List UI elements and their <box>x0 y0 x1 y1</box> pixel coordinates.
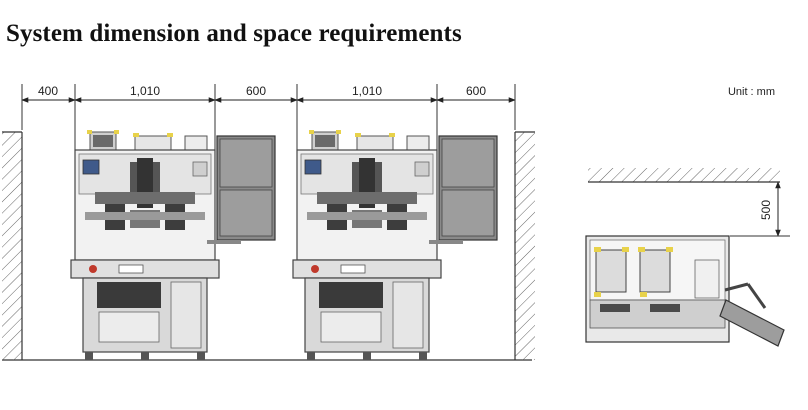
machine-top-view <box>585 235 785 347</box>
unit-label: Unit : mm <box>728 86 775 98</box>
dim-label-machine-1: 1,010 <box>130 84 160 98</box>
dim-label-machine-2: 1,010 <box>352 84 382 98</box>
machine-front-1 <box>70 129 276 361</box>
left-wall <box>2 131 23 360</box>
extension-lines <box>21 84 516 150</box>
dim-label-rear: 500 <box>759 200 773 220</box>
rear-wall <box>588 168 780 183</box>
right-wall <box>514 131 535 360</box>
page-title: System dimension and space requirements <box>6 20 462 47</box>
dim-label-right: 600 <box>466 84 486 98</box>
machine-front-2 <box>292 129 498 361</box>
dim-label-gap: 600 <box>246 84 266 98</box>
dim-label-left: 400 <box>38 84 58 98</box>
